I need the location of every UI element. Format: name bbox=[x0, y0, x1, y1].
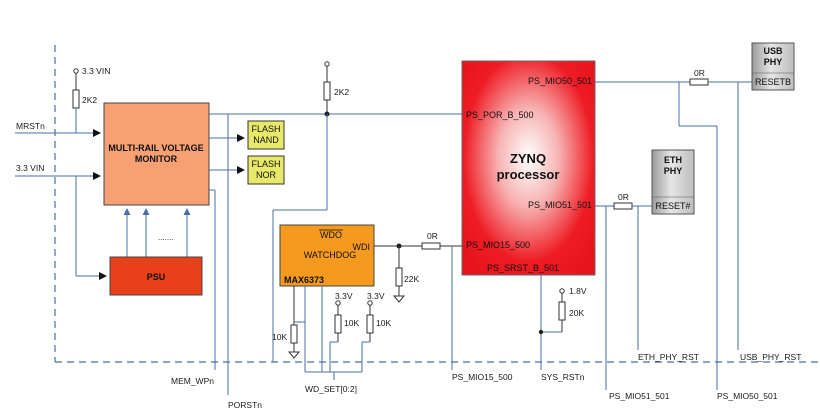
r-0r-eth-label: 0R bbox=[618, 192, 629, 202]
r-10k-c-label: 10K bbox=[376, 318, 391, 328]
zynq-pin-mio50: PS_MIO50_501 bbox=[528, 76, 592, 86]
eth-phy-rst-label: ETH_PHY_RST bbox=[638, 352, 699, 362]
resistor-0r-eth bbox=[613, 202, 633, 210]
flash-nor-line2: NOR bbox=[256, 170, 277, 180]
r-2k2-left-label: 2K2 bbox=[82, 95, 97, 105]
r-10k-b-label: 10K bbox=[344, 318, 359, 328]
flash-nor-line1: FLASH bbox=[251, 159, 280, 169]
watchdog-block bbox=[279, 224, 375, 287]
resistor-20k bbox=[558, 301, 566, 321]
porst-label: PORSTn bbox=[228, 400, 262, 410]
psu-label: PSU bbox=[147, 272, 166, 282]
watchdog-wdi: WDI bbox=[353, 242, 371, 252]
sys-rst-label: SYS_RSTn bbox=[541, 372, 585, 382]
mem-wp-label: MEM_WPn bbox=[171, 376, 214, 386]
zynq-line2: processor bbox=[497, 167, 560, 182]
psu-rails-dots: ....... bbox=[158, 233, 174, 242]
resistor-10k-c bbox=[366, 314, 374, 334]
eth-phy-pin: RESET# bbox=[655, 201, 690, 211]
ps-mio51-label: PS_MIO51_501 bbox=[609, 391, 670, 401]
resistor-2k2-left bbox=[72, 89, 80, 109]
r-10k-a-label: 10K bbox=[272, 332, 287, 342]
watchdog-part: MAX6373 bbox=[284, 275, 324, 285]
usb-phy-line1: USB bbox=[763, 46, 783, 56]
resistor-10k-a bbox=[290, 324, 298, 344]
pullup-1v8: 1.8V 20K bbox=[538, 286, 587, 335]
flash-nand-line1: FLASH bbox=[251, 124, 280, 134]
r-0r-usb-label: 0R bbox=[694, 68, 705, 78]
resistor-0r-usb bbox=[689, 78, 709, 86]
r-0r-wdi-label: 0R bbox=[427, 231, 438, 241]
eth-phy-line2: PHY bbox=[664, 166, 683, 176]
voltage-monitor-line1: MULTI-RAIL VOLTAGE bbox=[108, 143, 203, 153]
r-22k-label: 22K bbox=[404, 274, 419, 284]
v33-a-label: 3.3V bbox=[335, 291, 353, 301]
zynq-line1: ZYNQ bbox=[510, 151, 546, 166]
r-2k2-mid-label: 2K2 bbox=[334, 87, 349, 97]
v33-b-label: 3.3V bbox=[367, 291, 385, 301]
zynq-pin-srst: PS_SRST_B_501 bbox=[487, 263, 559, 273]
ground-22k-icon bbox=[392, 295, 406, 303]
flash-nand-line2: NAND bbox=[253, 135, 279, 145]
watchdog-wdo: WDO bbox=[320, 230, 342, 240]
vin-left-label: 3.3 VIN bbox=[16, 163, 44, 173]
flash-nand-block bbox=[247, 120, 285, 150]
eth-phy-line1: ETH bbox=[664, 155, 682, 165]
usb-phy-pin: RESETB bbox=[755, 77, 791, 87]
usb-phy-rst-label: USB_PHY_RST bbox=[740, 352, 801, 362]
zynq-pin-mio51: PS_MIO51_501 bbox=[528, 200, 592, 210]
ps-mio50-label: PS_MIO50_501 bbox=[717, 391, 778, 401]
wd-set-label: WD_SET[0:2] bbox=[305, 384, 357, 394]
vin-top-label: 3.3 VIN bbox=[82, 66, 110, 76]
resistor-10k-b bbox=[334, 314, 342, 334]
zynq-pin-por: PS_POR_B_500 bbox=[466, 110, 534, 120]
usb-phy-line2: PHY bbox=[764, 57, 783, 67]
mrst-label: MRSTn bbox=[16, 121, 45, 131]
wd-set-network: 10K 3.3V 10K 3.3V 10K bbox=[272, 286, 391, 380]
voltage-monitor-line2: MONITOR bbox=[135, 154, 178, 164]
eth-phy-block bbox=[651, 149, 695, 215]
zynq-processor-block bbox=[461, 60, 596, 276]
ground-10k-icon bbox=[287, 351, 301, 359]
resistor-22k bbox=[395, 267, 403, 287]
flash-nor-block bbox=[247, 155, 285, 185]
r-20k-label: 20K bbox=[569, 308, 584, 318]
zynq-pin-mio15: PS_MIO15_500 bbox=[466, 240, 530, 250]
voltage-monitor-block bbox=[103, 102, 210, 206]
vin-pullup-left: 3.3 VIN 2K2 bbox=[72, 66, 110, 133]
usb-phy-block bbox=[751, 42, 795, 91]
resistor-2k2-mid bbox=[323, 81, 331, 101]
psu-block bbox=[109, 256, 203, 296]
v18-label: 1.8V bbox=[569, 286, 587, 296]
pullup-2k2-mid: 2K2 bbox=[323, 61, 349, 117]
watchdog-name: WATCHDOG bbox=[304, 250, 357, 260]
ps-mio15-label: PS_MIO15_500 bbox=[452, 372, 513, 382]
resistor-0r-wdi bbox=[421, 242, 441, 250]
